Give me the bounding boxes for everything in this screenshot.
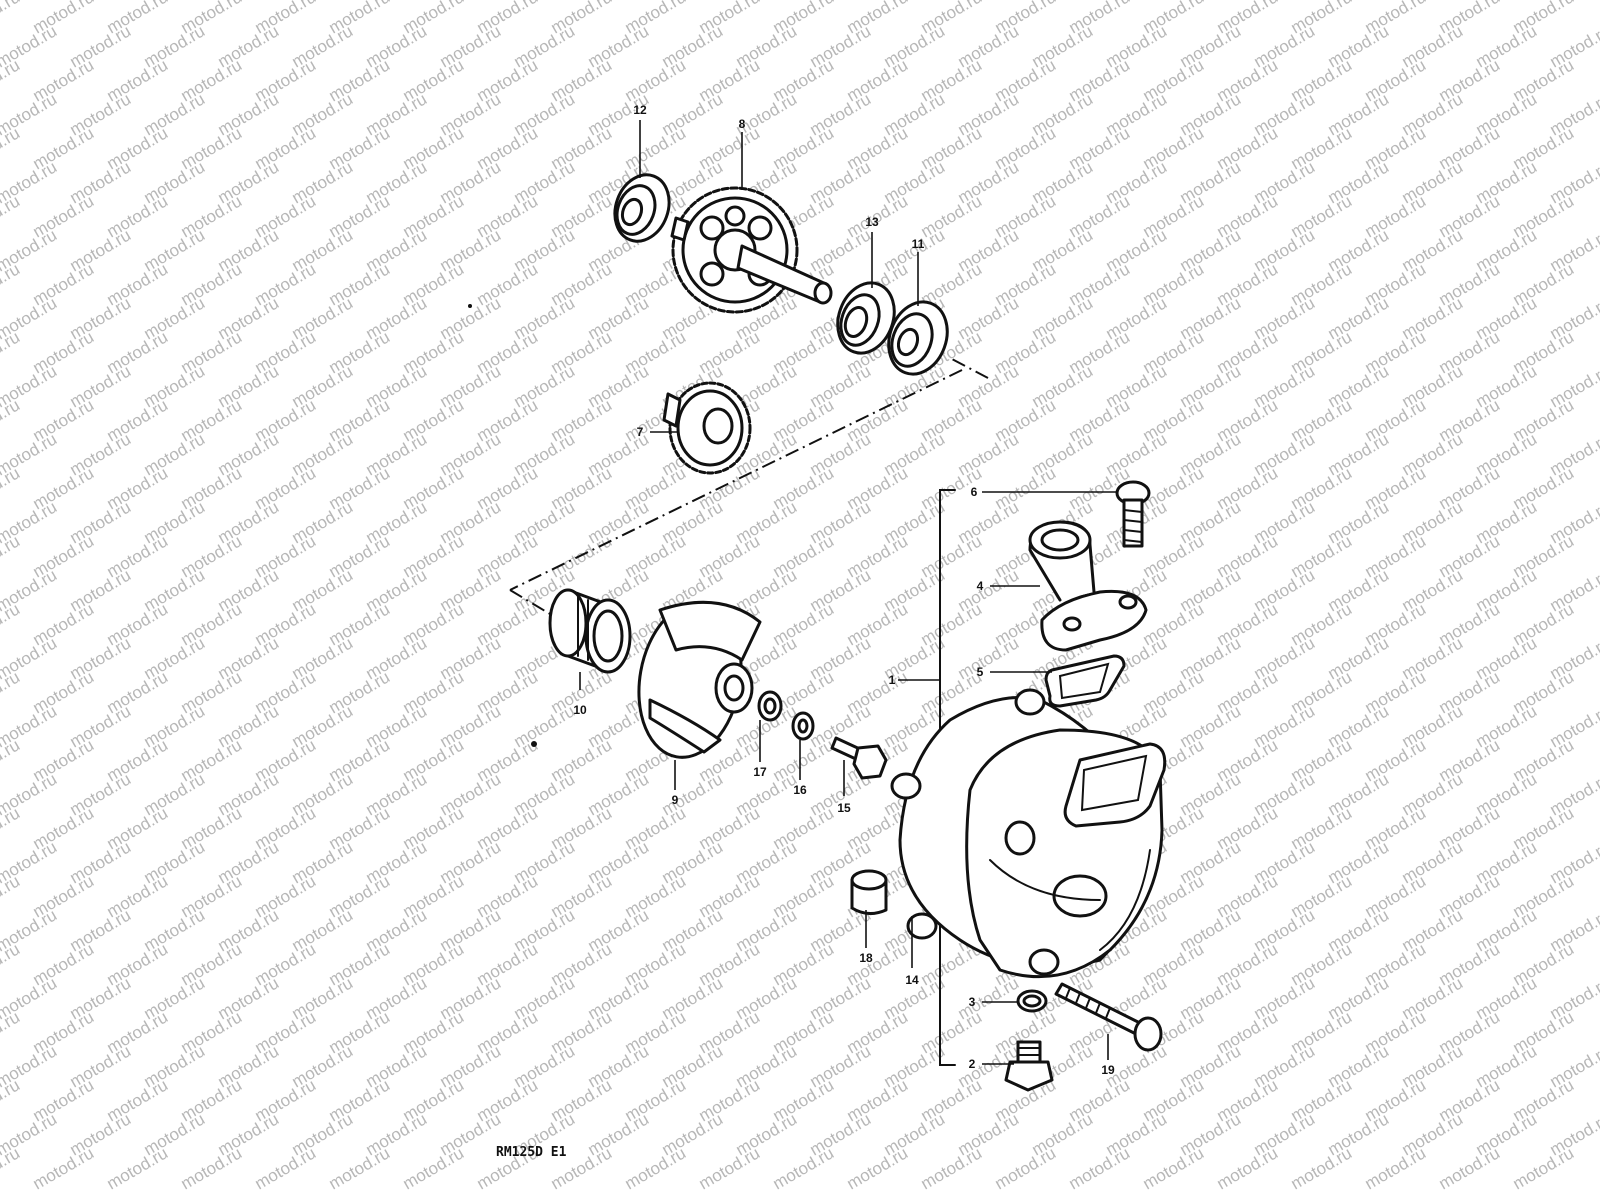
watermark-text: motod.ru	[0, 803, 23, 853]
watermark-text: motod.ru	[1436, 1143, 1504, 1193]
watermark-text: motod.ru	[0, 395, 23, 445]
leader-lines	[579, 120, 1116, 1065]
watermark-text: motod.ru	[0, 0, 23, 37]
callout-6: 6	[971, 485, 978, 499]
watermark-text: motod.ru	[0, 55, 23, 105]
washer-17	[757, 690, 783, 722]
watermark-text: motod.ru	[178, 1143, 246, 1193]
o-ring-3	[1016, 989, 1048, 1013]
watermark-text: motod.ru	[696, 1143, 764, 1193]
callout-7: 7	[637, 425, 644, 439]
pump-cover-1	[965, 728, 1167, 979]
screw-6	[1115, 480, 1151, 548]
drain-plug-2	[1004, 1040, 1054, 1092]
washer-16	[791, 711, 815, 741]
gasket-5	[1044, 654, 1126, 708]
pump-drive-gear-7	[662, 381, 752, 475]
watermark-text: motod.ru	[0, 1007, 23, 1057]
mechanical-seal-10	[548, 588, 632, 674]
watermark-text: motod.ru	[0, 599, 23, 649]
assembly-dashed-line	[509, 357, 989, 621]
callout-8: 8	[739, 117, 746, 131]
watermark-text: motod.ru	[844, 1143, 912, 1193]
watermark-text: motod.ru	[104, 1143, 172, 1193]
watermark-text: motod.ru	[30, 1143, 98, 1193]
callout-14: 14	[905, 973, 919, 987]
watermark-text: motod.ru	[1510, 1143, 1578, 1193]
watermark-text: motod.ru	[1288, 1143, 1356, 1193]
watermark-text: motod.ru	[0, 939, 23, 989]
callout-4: 4	[977, 579, 984, 593]
watermark-text: motod.ru	[1362, 1143, 1430, 1193]
callout-18: 18	[859, 951, 873, 965]
callout-5: 5	[977, 665, 984, 679]
watermark-text: motod.ru	[0, 531, 23, 581]
callout-2: 2	[969, 1057, 976, 1071]
watermark-text: motod.ru	[770, 1143, 838, 1193]
watermark-text: motod.ru	[918, 1143, 986, 1193]
watermark-text: motod.ru	[0, 735, 23, 785]
watermark-text: motod.ru	[0, 463, 23, 513]
watermark-text: motod.ru	[0, 871, 23, 921]
callout-19: 19	[1101, 1063, 1115, 1077]
bearing-11	[887, 300, 949, 376]
callout-12: 12	[633, 103, 647, 117]
callout-9: 9	[672, 793, 679, 807]
watermark-text: motod.ru	[992, 1143, 1060, 1193]
outlet-pipe-4	[1028, 520, 1148, 652]
watermark-text: motod.ru	[0, 123, 23, 173]
watermark-text: motod.ru	[326, 1143, 394, 1193]
watermark-text: motod.ru	[400, 1143, 468, 1193]
callout-labels: 12 8 13 11 7 6 4 5 1 10 17 16 9 15 18 14…	[573, 103, 1115, 1077]
bearing-12	[613, 173, 671, 243]
pump-shaft-gear-8	[670, 186, 833, 314]
watermark-text: motod.ru	[1066, 1143, 1134, 1193]
callout-11: 11	[912, 237, 925, 251]
long-bolt-19	[1054, 982, 1163, 1052]
impeller-bolt-15	[830, 736, 888, 780]
callout-10: 10	[573, 703, 587, 717]
watermark-text: motod.ru	[0, 191, 23, 241]
callout-16: 16	[793, 783, 807, 797]
callout-13: 13	[865, 215, 879, 229]
watermark-text: motod.ru	[0, 667, 23, 717]
callout-1: 1	[889, 673, 896, 687]
watermark-text: motod.ru	[252, 1143, 320, 1193]
callout-3: 3	[969, 995, 976, 1009]
watermark-text: motod.ru	[0, 327, 23, 377]
watermark-text: motod.ru	[1214, 1143, 1282, 1193]
dowel-pin-18	[850, 869, 888, 915]
diagram-code: RM125D E1	[496, 1145, 567, 1160]
impeller-9	[637, 600, 762, 759]
callout-17: 17	[753, 765, 767, 779]
watermark-text: motod.ru	[1140, 1143, 1208, 1193]
watermark-text: motod.ru	[0, 1143, 23, 1193]
watermark-text: motod.ru	[0, 1075, 23, 1125]
watermark-text: motod.ru	[622, 1143, 690, 1193]
callout-15: 15	[837, 801, 851, 815]
watermark-text: motod.ru	[0, 259, 23, 309]
